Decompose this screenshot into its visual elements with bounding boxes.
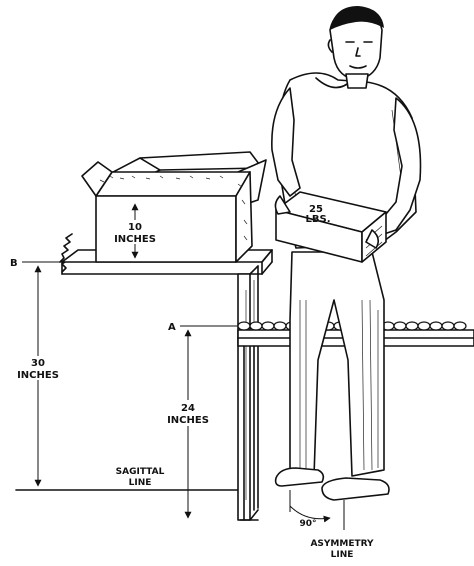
origin-table (59, 233, 273, 521)
point-a-label: A (168, 322, 176, 333)
conveyor-roller (441, 321, 455, 331)
conveyor-roller (237, 321, 251, 331)
asymmetry-label-line2: LINE (331, 550, 354, 560)
conveyor-roller (393, 321, 407, 331)
cardboard-box: 10 INCHES (81, 151, 267, 263)
conveyor-height-unit: INCHES (167, 415, 209, 426)
load-weight-value: 25 (309, 204, 323, 215)
box-height-unit: INCHES (114, 234, 156, 245)
conveyor-roller (273, 321, 287, 331)
conveyor-height-value: 24 (181, 403, 195, 414)
point-b-label: B (10, 258, 18, 269)
load-weight-unit: LBS. (306, 214, 331, 225)
conveyor-roller (417, 321, 431, 331)
sagittal-label-line2: LINE (129, 478, 152, 488)
conveyor-roller (261, 321, 275, 331)
worker-figure: 25 LBS. (271, 6, 422, 501)
shelf-height-value: 30 (31, 358, 45, 369)
asymmetry-label-line1: ASYMMETRY (310, 539, 374, 549)
conveyor-roller (405, 321, 419, 331)
sagittal-label-line1: SAGITTAL (116, 467, 165, 477)
box-height-value: 10 (128, 222, 142, 233)
conveyor-roller (429, 321, 443, 331)
asymmetry-angle: 90° (289, 490, 345, 530)
shelf-height-unit: INCHES (17, 370, 59, 381)
conveyor-roller (453, 321, 467, 331)
angle-label: 90° (299, 519, 316, 529)
conveyor-roller (249, 321, 263, 331)
